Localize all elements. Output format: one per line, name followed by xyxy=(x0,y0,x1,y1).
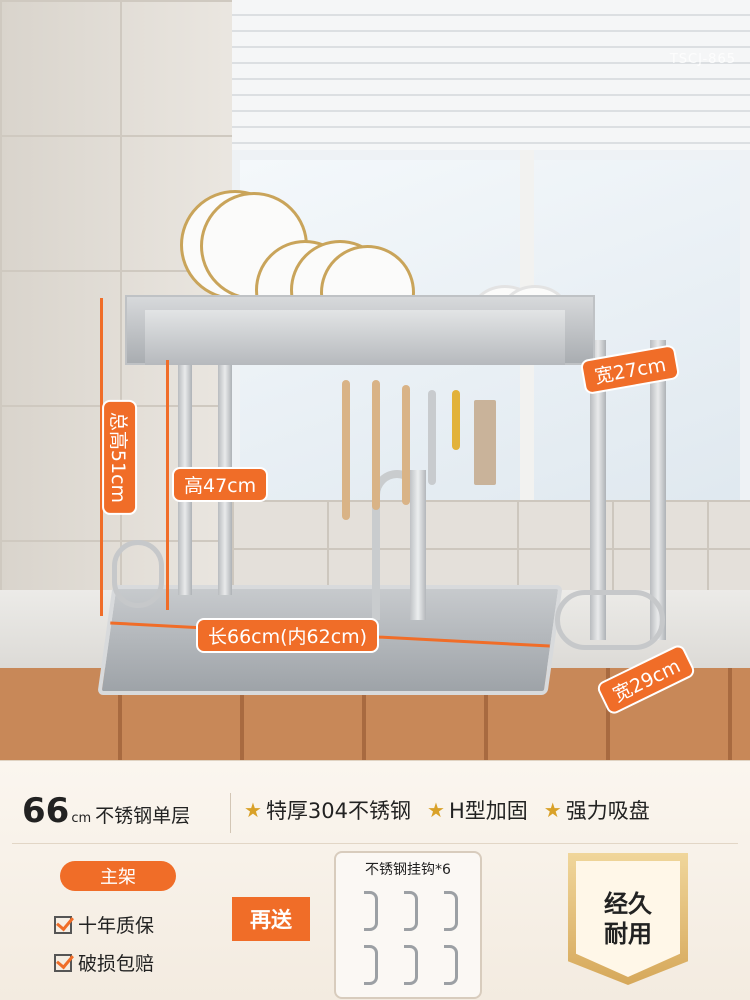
total-height-label: 总高51cm xyxy=(102,399,138,516)
feature-text: H型加固 xyxy=(448,799,528,823)
size-spec: 66 cm 不锈钢单层 xyxy=(22,791,190,831)
spoon xyxy=(402,385,410,505)
whisk xyxy=(428,390,436,485)
hook-icon xyxy=(364,891,378,931)
feature-text: 特厚304不锈钢 xyxy=(265,799,412,823)
rack-leg xyxy=(650,340,666,640)
length-label: 长66cm(内62cm) xyxy=(196,618,380,653)
seal-line: 耐用 xyxy=(604,920,652,948)
check-icon xyxy=(54,915,72,934)
height-line xyxy=(166,360,169,610)
hook-icon xyxy=(404,945,418,985)
durable-seal-inner: 经久 耐用 xyxy=(576,861,680,977)
check-icon xyxy=(54,953,72,972)
feature-item: ★ H型加固 xyxy=(427,795,528,825)
height-label: 高47cm xyxy=(172,467,269,502)
hook-icon xyxy=(444,891,458,931)
hook-icon xyxy=(404,891,418,931)
hook-title: 不锈钢挂钩*6 xyxy=(365,862,451,878)
rack-basket-front xyxy=(145,310,565,365)
durable-seal: 经久 耐用 xyxy=(568,853,688,985)
warranty-text: 十年质保 xyxy=(78,915,155,937)
divider xyxy=(230,793,231,833)
window-blinds xyxy=(232,0,750,150)
hook-icon xyxy=(444,945,458,985)
info-panel: 66 cm 不锈钢单层 ★ 特厚304不锈钢 ★ H型加固 ★ 强力吸盘 主架 … xyxy=(0,760,750,1000)
feature-text: 强力吸盘 xyxy=(565,799,650,823)
rack-leg xyxy=(590,340,606,640)
star-icon: ★ xyxy=(427,798,445,822)
main-frame-badge: 主架 xyxy=(60,861,176,891)
seal-line: 经久 xyxy=(604,890,652,918)
model-watermark: TSCJ-865 xyxy=(669,52,736,67)
rack-foot xyxy=(555,590,665,650)
spatula xyxy=(372,380,380,510)
peeler xyxy=(452,390,460,450)
star-icon: ★ xyxy=(244,798,262,822)
size-number: 66 xyxy=(22,791,70,831)
warranty-item: 十年质保 xyxy=(54,911,154,938)
size-text: 不锈钢单层 xyxy=(95,805,191,827)
rack-foot xyxy=(112,540,164,608)
ladle xyxy=(342,380,350,520)
hook-icon xyxy=(364,945,378,985)
star-icon: ★ xyxy=(543,798,562,822)
damage-item: 破损包赔 xyxy=(54,949,154,976)
hook-gift-box: 不锈钢挂钩*6 xyxy=(334,851,482,999)
faucet-stem xyxy=(410,470,426,620)
bonus-badge: 再送 xyxy=(232,897,310,941)
size-unit: cm xyxy=(71,811,92,826)
towel xyxy=(474,400,496,485)
feature-item: ★ 强力吸盘 xyxy=(544,795,650,825)
feature-item: ★ 特厚304不锈钢 xyxy=(244,795,411,825)
total-height-line xyxy=(100,298,103,616)
damage-text: 破损包赔 xyxy=(78,953,155,975)
divider xyxy=(12,843,738,844)
feature-list: ★ 特厚304不锈钢 ★ H型加固 ★ 强力吸盘 xyxy=(244,795,650,825)
product-photo: TSCJ-865 总高51cm 高47cm 宽27cm 长66cm(内62cm)… xyxy=(0,0,750,760)
